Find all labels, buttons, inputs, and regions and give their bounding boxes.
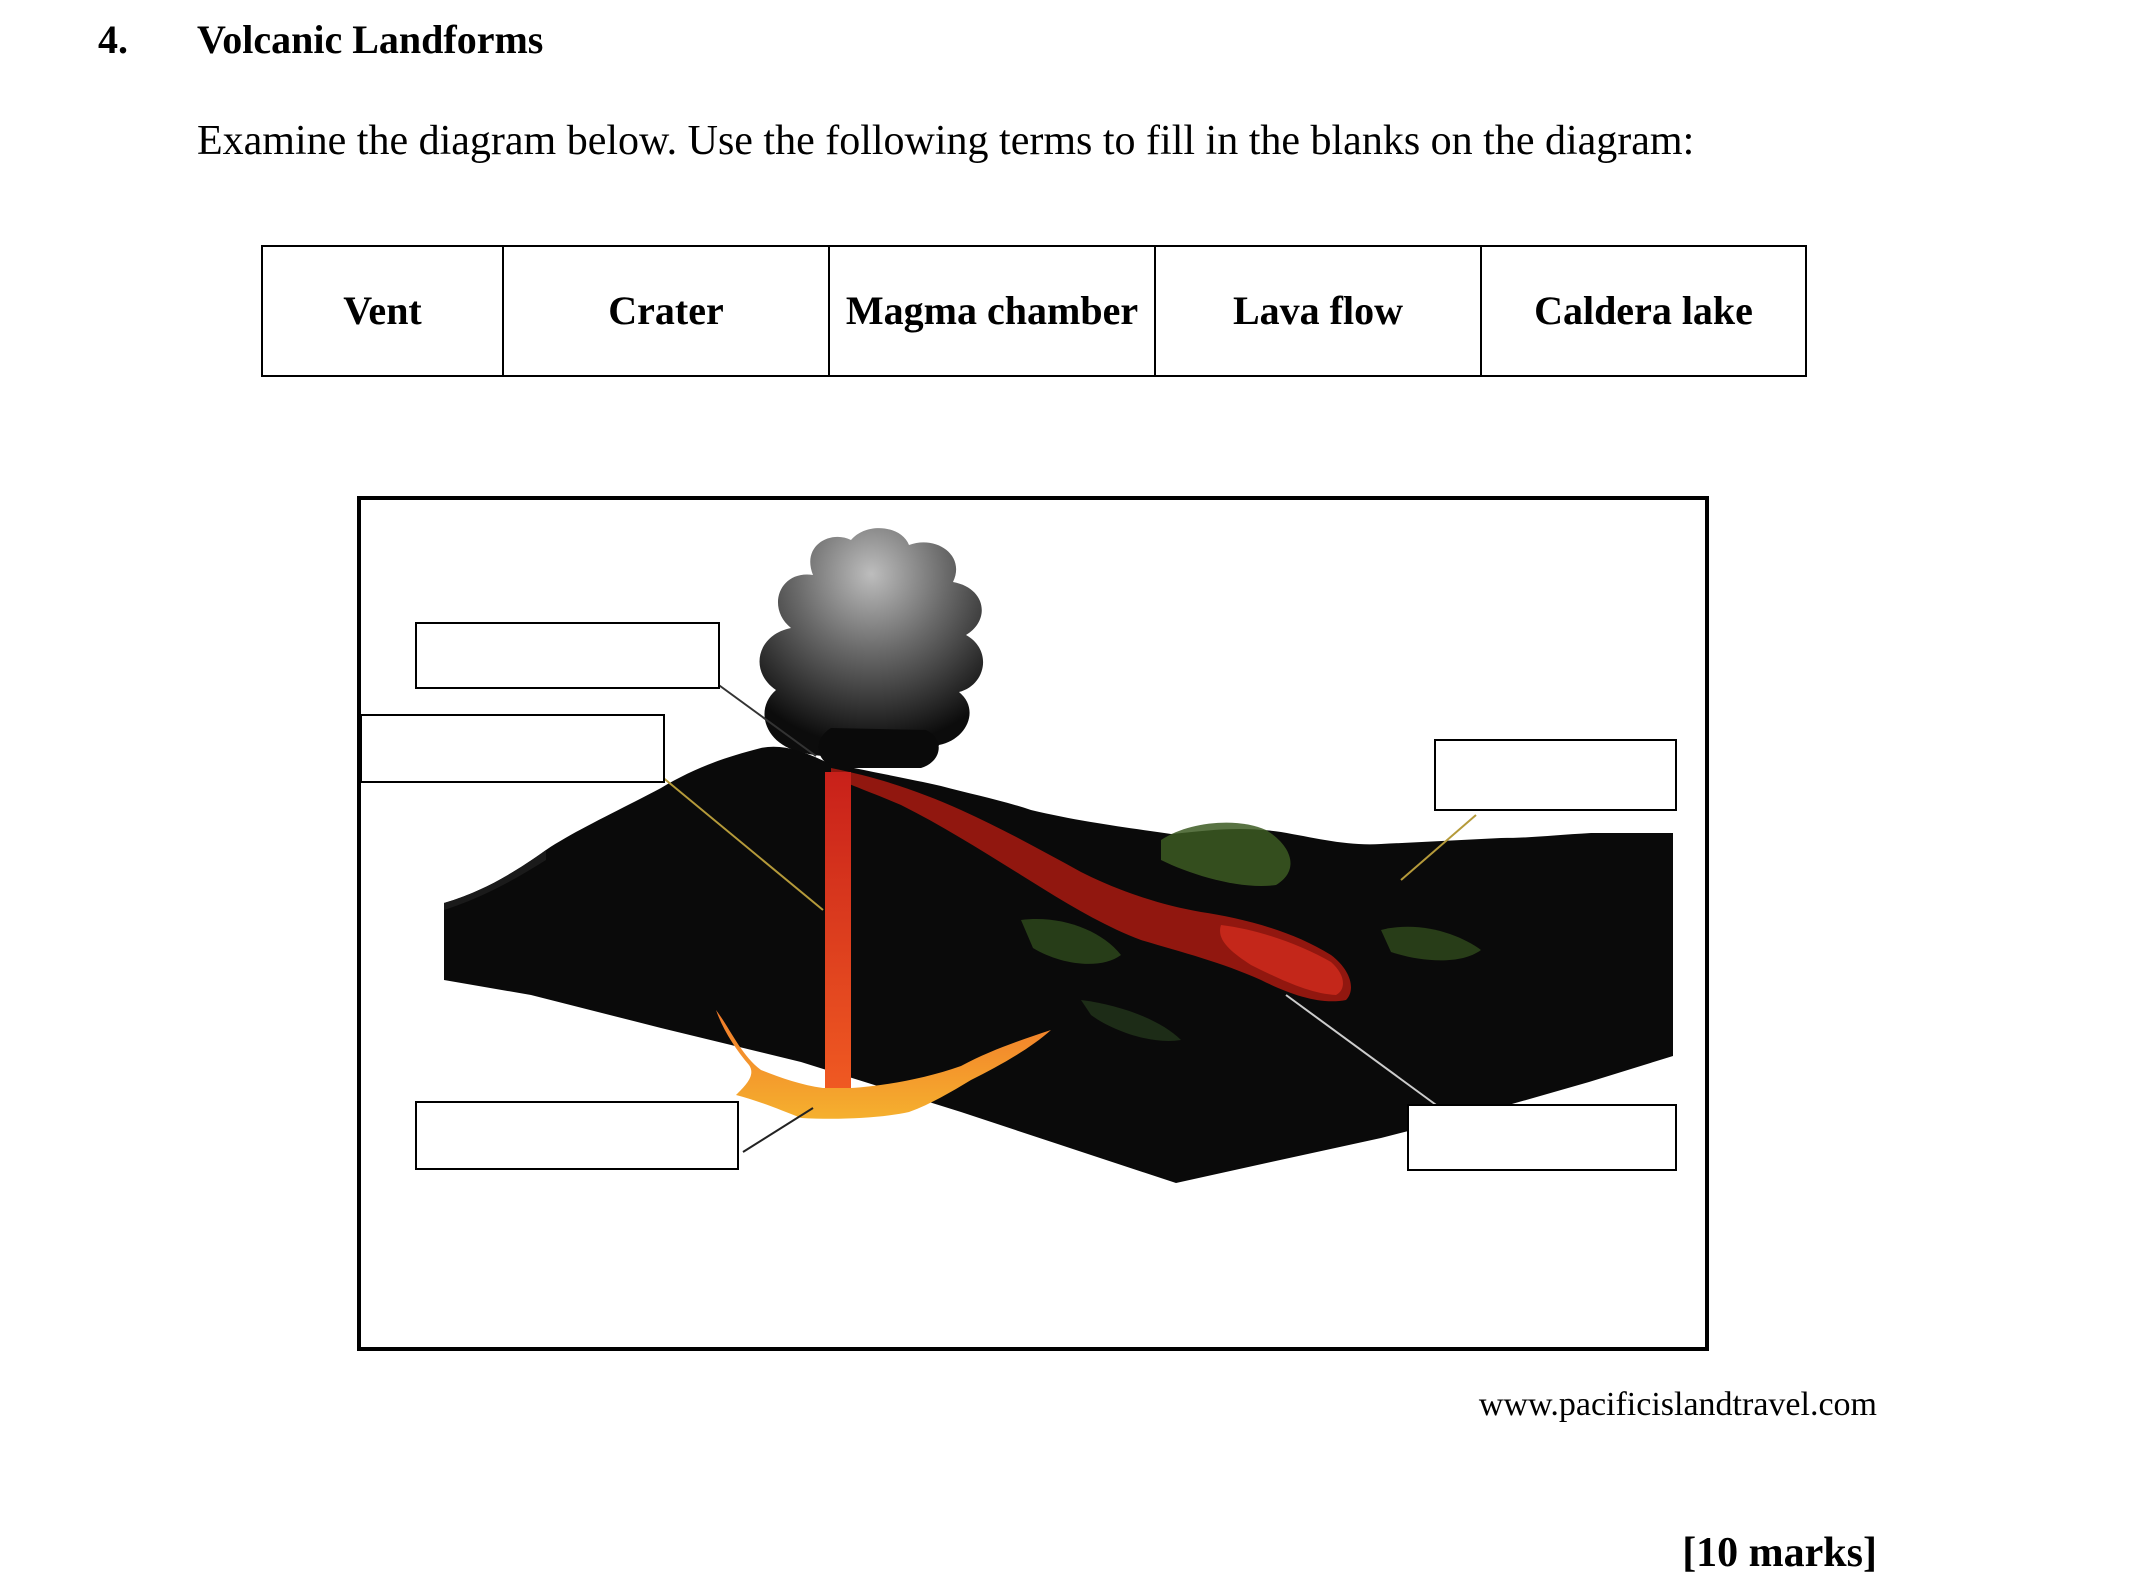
term-caldera-lake: Caldera lake bbox=[1480, 245, 1807, 377]
question-number: 4. bbox=[98, 17, 128, 62]
blank-label-box-mid-left[interactable] bbox=[361, 714, 665, 783]
terms-row: Vent Crater Magma chamber Lava flow Cald… bbox=[261, 245, 1807, 377]
smoke-plume bbox=[759, 528, 984, 768]
vegetation bbox=[1021, 822, 1481, 1041]
conduit-illustration bbox=[825, 772, 851, 1092]
lava-flow-illustration bbox=[831, 768, 1351, 1002]
question-instruction: Examine the diagram below. Use the follo… bbox=[197, 118, 1695, 164]
blank-label-box-bottom-left[interactable] bbox=[415, 1101, 739, 1170]
volcano-diagram bbox=[357, 496, 1709, 1351]
term-vent: Vent bbox=[261, 245, 504, 377]
blank-label-box-bottom-right[interactable] bbox=[1407, 1104, 1677, 1171]
blank-label-box-top-right[interactable] bbox=[1434, 739, 1677, 811]
marks-allocation: [10 marks] bbox=[1682, 1530, 1877, 1576]
term-magma-chamber: Magma chamber bbox=[828, 245, 1156, 377]
term-crater: Crater bbox=[502, 245, 830, 377]
blank-label-boxes bbox=[361, 622, 1677, 1171]
source-credit: www.pacificislandtravel.com bbox=[1478, 1386, 1877, 1423]
blank-label-box-top-left[interactable] bbox=[415, 622, 720, 689]
terms-table: Vent Crater Magma chamber Lava flow Cald… bbox=[261, 245, 1807, 377]
question-title: Volcanic Landforms bbox=[197, 17, 544, 62]
ground-block bbox=[444, 746, 1673, 1183]
magma-chamber-illustration bbox=[716, 1010, 1051, 1119]
leader-lines bbox=[660, 682, 1477, 1153]
volcano-illustration bbox=[361, 528, 1677, 1183]
term-lava-flow: Lava flow bbox=[1154, 245, 1482, 377]
